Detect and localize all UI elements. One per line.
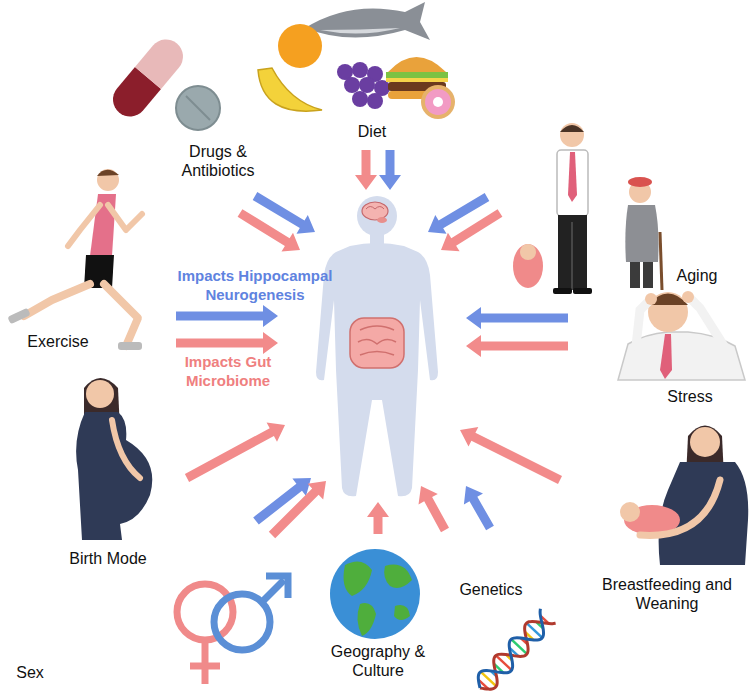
influence-arrow (355, 150, 377, 190)
influence-arrow (464, 486, 494, 530)
factor-label: Exercise (27, 332, 88, 351)
influence-arrow (269, 481, 326, 538)
factor-label: Aging (677, 266, 718, 285)
runner-icon (7, 169, 142, 350)
factor-label: Genetics (459, 580, 522, 599)
sex-symbols-icon (177, 576, 288, 684)
pregnant-woman-icon (76, 378, 152, 540)
factor-label: Sex (16, 663, 44, 682)
human-body (316, 196, 438, 496)
dna-icon (478, 609, 555, 689)
influence-arrow (466, 335, 568, 357)
pills-icon (106, 33, 220, 130)
legend-label: Impacts Hippocampal Neurogenesis (155, 266, 355, 304)
influence-arrow (176, 332, 278, 354)
factor-label: Birth Mode (69, 549, 146, 568)
dna-rung (496, 655, 512, 670)
factor-label: Drugs & Antibiotics (163, 142, 273, 180)
aging-icon (513, 123, 662, 294)
influence-arrow (466, 307, 568, 329)
influence-arrow (176, 305, 278, 327)
influence-arrow (419, 486, 450, 532)
dna-rung (481, 672, 497, 687)
factor-label: Stress (667, 387, 712, 406)
brain-icon (362, 202, 388, 223)
influence-arrow (441, 209, 502, 251)
influence-arrow (379, 150, 401, 190)
factor-label: Diet (358, 122, 386, 141)
globe-icon (330, 549, 420, 639)
stressed-man-icon (618, 291, 745, 380)
factor-label: Breastfeeding and Weaning (602, 575, 732, 613)
influence-arrow (367, 502, 389, 534)
dna-strand (478, 609, 543, 688)
gut-icon (350, 318, 404, 368)
factor-label: Geography & Culture (318, 642, 438, 680)
influence-arrow (238, 209, 300, 251)
food-icon (258, 2, 455, 119)
breastfeeding-icon (620, 426, 748, 566)
arrows-layer (176, 150, 568, 538)
legend-label: Impacts Gut Microbiome (163, 352, 293, 390)
influence-arrow (185, 423, 285, 483)
influence-arrow (460, 427, 562, 484)
